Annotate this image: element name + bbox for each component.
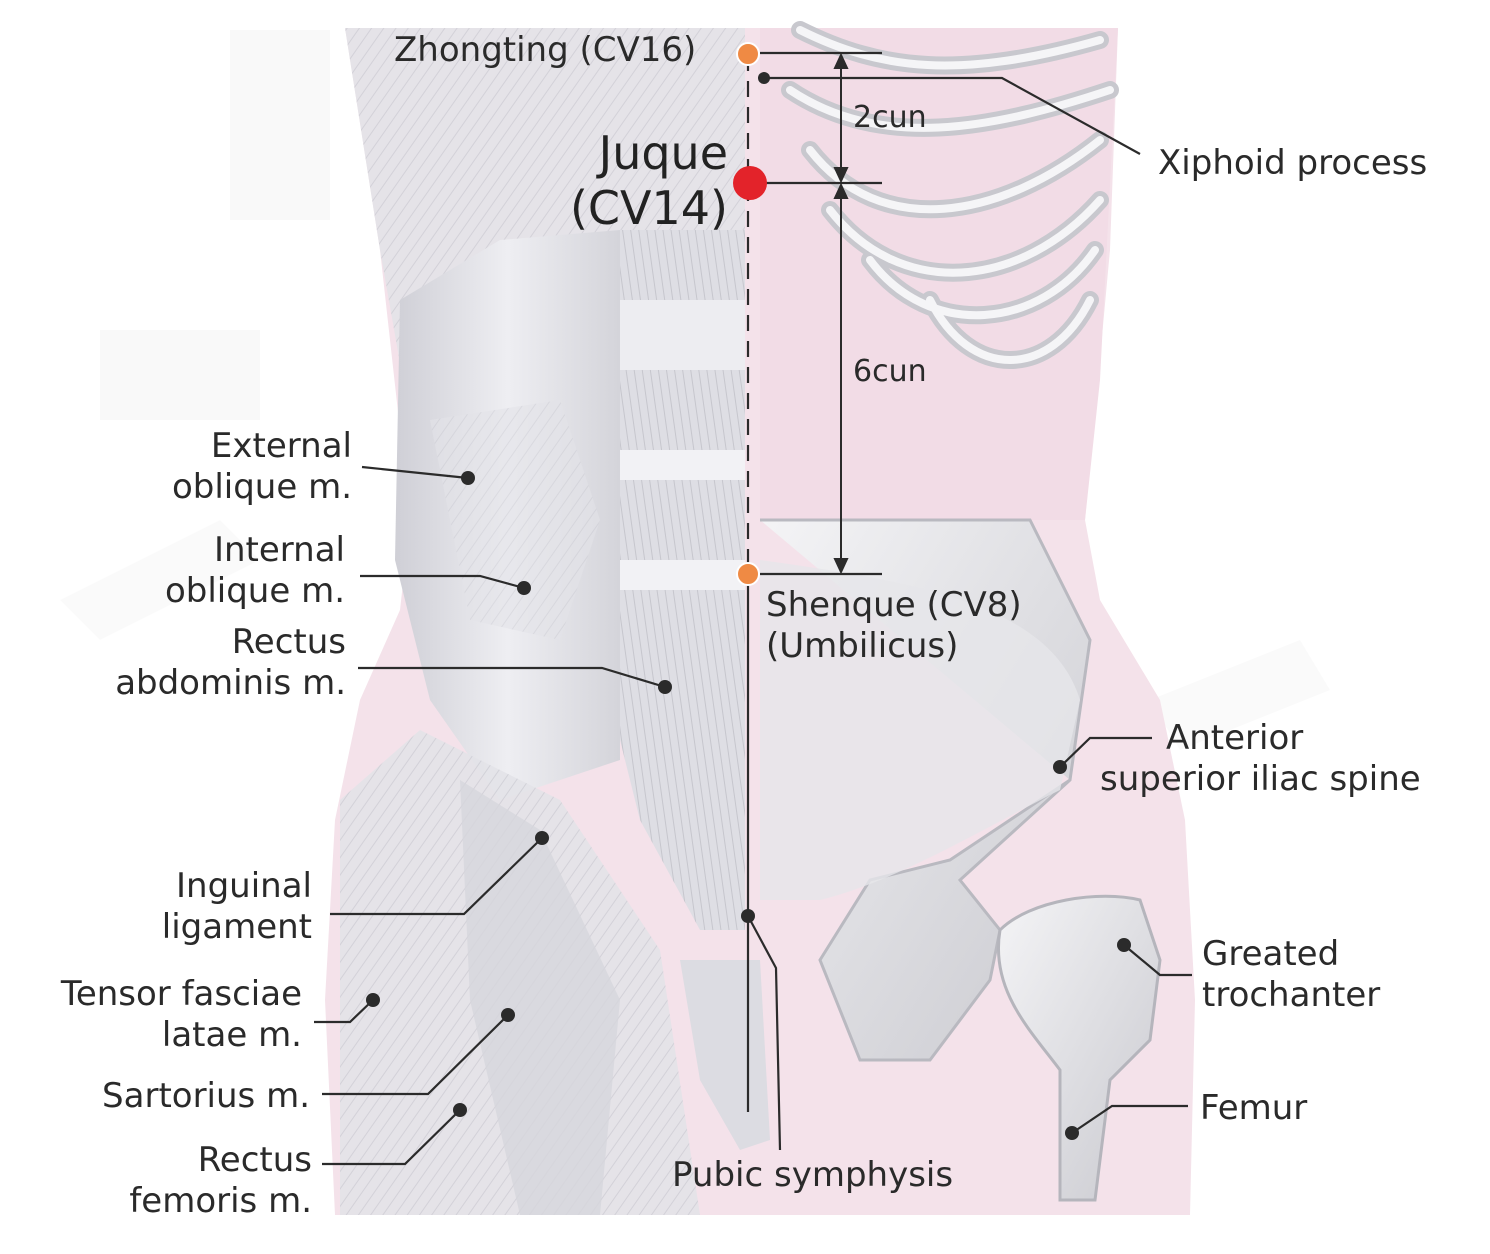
label-juque-line1: Juque (598, 126, 728, 180)
label-zhongting: Zhongting (CV16) (394, 30, 697, 70)
measure-6cun: 6cun (853, 354, 927, 389)
femur-bone (997, 894, 1162, 1202)
label-shenque-line1: Shenque (CV8) (766, 585, 1022, 625)
label-asis: Anterior superior iliac spine (1100, 718, 1421, 801)
dimension-arrows (833, 52, 849, 575)
label-asis-line1: Anterior (1166, 718, 1304, 758)
label-xiphoid: Xiphoid process (1158, 143, 1428, 183)
label-rectus-femoris-line1: Rectus (197, 1140, 312, 1180)
leader-lines (314, 51, 1192, 1166)
label-shenque-line2: (Umbilicus) (766, 626, 959, 667)
label-external-oblique: External oblique m. (100, 426, 352, 509)
acupoint-markers (733, 42, 767, 586)
watermark (60, 30, 1330, 750)
label-rectus-abdominis-line2: abdominis m. (115, 663, 346, 704)
label-femur: Femur (1200, 1088, 1308, 1128)
rectus-abdominis-shape (620, 230, 745, 930)
label-rectus-abdominis: Rectus abdominis m. (60, 622, 346, 705)
label-rectus-femoris: Rectus femoris m. (60, 1140, 312, 1223)
label-tensor-fasciae: Tensor fasciae latae m. (20, 974, 302, 1057)
label-shenque: Shenque (CV8) (Umbilicus) (766, 585, 1022, 668)
label-rectus-abdominis-line1: Rectus (231, 622, 346, 662)
label-asis-line2: superior iliac spine (1100, 759, 1421, 800)
juque-point (733, 166, 767, 200)
label-tensor-fasciae-line2: latae m. (161, 1015, 302, 1056)
label-external-oblique-line1: External (210, 426, 352, 466)
label-trochanter-line1: Greated (1202, 934, 1340, 974)
label-inguinal-line2: ligament (161, 907, 312, 948)
leader-dots (366, 72, 1131, 1140)
shenque-point (736, 562, 760, 586)
label-sartorius: Sartorius m. (102, 1076, 310, 1116)
measure-2cun: 2cun (853, 100, 927, 135)
zhongting-point (736, 42, 760, 66)
label-juque-line2: (CV14) (569, 181, 728, 236)
label-internal-oblique-line1: Internal (213, 530, 345, 570)
label-inguinal-line1: Inguinal (176, 866, 312, 906)
label-trochanter-line2: trochanter (1202, 975, 1381, 1016)
label-tensor-fasciae-line1: Tensor fasciae (60, 974, 302, 1014)
label-pubic-symphysis: Pubic symphysis (672, 1155, 954, 1195)
label-inguinal: Inguinal ligament (100, 866, 312, 949)
label-juque: Juque (CV14) (540, 126, 728, 236)
label-trochanter: Greated trochanter (1202, 934, 1380, 1017)
label-external-oblique-line2: oblique m. (171, 467, 352, 508)
label-internal-oblique-line2: oblique m. (164, 571, 345, 612)
label-internal-oblique: Internal oblique m. (100, 530, 345, 613)
label-rectus-femoris-line2: femoris m. (129, 1181, 312, 1222)
